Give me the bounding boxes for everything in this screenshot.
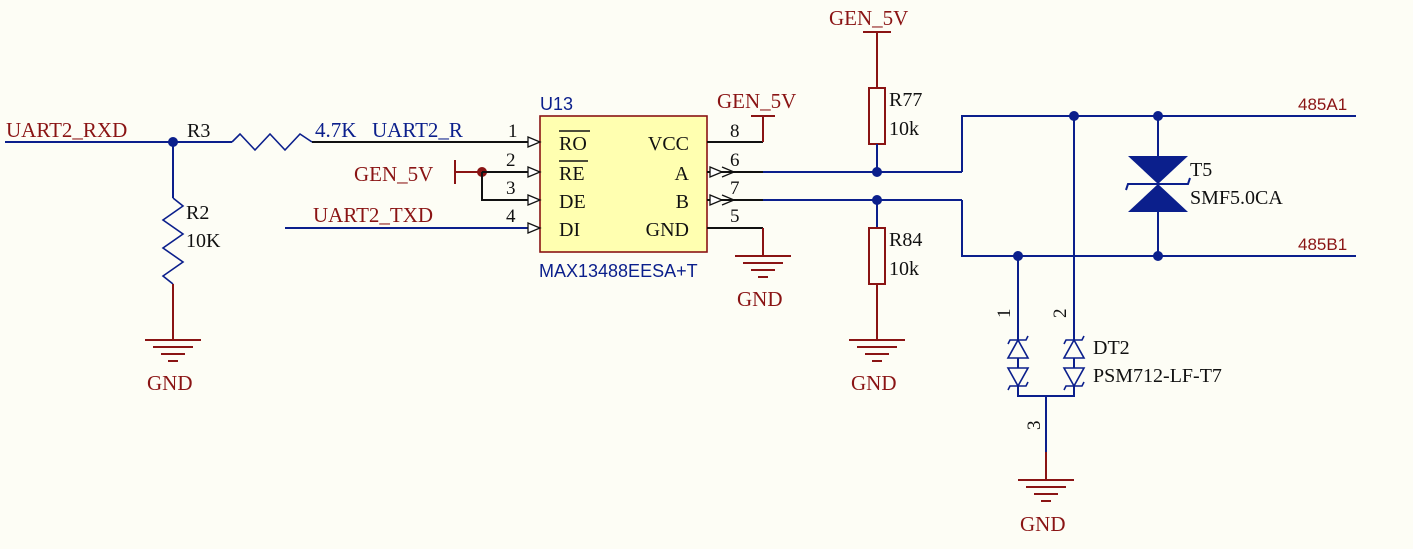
gnd-label-r2: GND <box>147 371 193 395</box>
gnd-label-ic: GND <box>737 287 783 311</box>
pin-name-vcc: VCC <box>648 133 689 155</box>
pin-arrow-4 <box>527 222 542 234</box>
r3-value: 4.7K <box>315 118 356 142</box>
pin-name-ro: RO <box>559 133 587 155</box>
b-bus-wire <box>961 200 1356 257</box>
dt2-leg1-diode2 <box>1006 367 1030 388</box>
pin-num-8: 8 <box>730 121 740 142</box>
dt2-leg1-common <box>1017 386 1046 397</box>
t5-part: SMF5.0CA <box>1190 187 1283 209</box>
pin-name-gnd: GND <box>646 219 689 241</box>
ic-gnd: GND <box>735 228 791 311</box>
dt2-pin-num-1: 1 <box>994 309 1015 319</box>
de-wire <box>481 172 540 201</box>
pin-arrow-2 <box>527 166 542 178</box>
pin-b-bidir-marker <box>709 194 736 206</box>
uart-r-label: UART2_R <box>372 118 463 142</box>
pin-arrow-3 <box>527 194 542 206</box>
diode-array-dt2: GND 1 2 3 DT2 PSM712-LF-T7 <box>994 116 1222 536</box>
pin-name-re: RE <box>559 163 585 185</box>
a-junction <box>872 167 882 177</box>
dt2-leg1-diode1 <box>1006 338 1030 359</box>
gnd-label-r84: GND <box>851 371 897 395</box>
ic-u13: U13 MAX13488EESA+T 1 2 3 4 RO RE DE DI V… <box>506 94 763 281</box>
pin-arrow-1 <box>527 136 542 148</box>
pin-num-6: 6 <box>730 150 740 171</box>
r77-ref: R77 <box>889 89 922 111</box>
pin-name-b: B <box>676 191 689 213</box>
t5-lower-triangle <box>1128 184 1188 212</box>
a-bus-wire <box>961 115 1356 172</box>
pin-num-5: 5 <box>730 206 740 227</box>
pin-num-7: 7 <box>730 178 740 199</box>
dt2-ref: DT2 <box>1093 337 1130 359</box>
r2-ref: R2 <box>186 202 209 224</box>
dt2-leg2-diode1 <box>1062 338 1086 359</box>
t5-zener-bar <box>1125 177 1191 191</box>
r3-ref: R3 <box>187 120 210 142</box>
vcc-power: GEN_5V <box>717 89 796 142</box>
pin-a-bidir-marker <box>709 166 736 178</box>
gnd-symbol-r2 <box>145 339 201 362</box>
485b1-label: 485B1 <box>1298 235 1347 254</box>
gnd-label-dt2: GND <box>1020 512 1066 536</box>
rs485-bus: 485A1 485B1 <box>763 95 1356 261</box>
pin-name-a: A <box>675 163 690 185</box>
pin-num-4: 4 <box>506 206 516 227</box>
r2-resistor <box>161 197 185 285</box>
b-junction <box>872 195 882 205</box>
dt2-pin-num-3: 3 <box>1024 421 1045 431</box>
r84-ref: R84 <box>889 229 922 251</box>
rxd-section: UART2_RXD R3 4.7K UART2_R R2 10K GND <box>5 118 540 395</box>
r84-value: 10k <box>889 258 919 280</box>
ic-body <box>539 115 708 253</box>
r77-value: 10k <box>889 118 919 140</box>
gnd-symbol-r84 <box>849 339 905 362</box>
pin-num-1: 1 <box>508 121 518 142</box>
gen5v-label-enable: GEN_5V <box>354 162 433 186</box>
485a1-label: 485A1 <box>1298 95 1347 114</box>
bias-resistors: GEN_5V R77 10k R84 10k GND <box>829 6 922 395</box>
gen5v-label-vcc: GEN_5V <box>717 89 796 113</box>
dt2-leg2-diode2 <box>1062 367 1086 388</box>
dt2-pin-num-2: 2 <box>1050 309 1071 319</box>
gnd-symbol-dt2 <box>1018 479 1074 502</box>
pin-num-2: 2 <box>506 150 516 171</box>
t5-ref: T5 <box>1190 159 1212 181</box>
r77-resistor <box>868 87 886 145</box>
enable-section: GEN_5V <box>354 160 540 201</box>
tvs-t5: T5 SMF5.0CA <box>1125 116 1283 256</box>
t5-upper-triangle <box>1128 156 1188 184</box>
dt2-leg2-common <box>1046 386 1075 397</box>
uart-rxd-label: UART2_RXD <box>6 118 127 142</box>
dt2-part: PSM712-LF-T7 <box>1093 365 1222 387</box>
pin-name-de: DE <box>559 191 586 213</box>
gen5v-label-top: GEN_5V <box>829 6 908 30</box>
ic-ref: U13 <box>540 94 573 114</box>
pin-name-di: DI <box>559 219 580 241</box>
r84-resistor <box>868 227 886 285</box>
r2-value: 10K <box>186 230 221 252</box>
ic-part: MAX13488EESA+T <box>539 261 698 281</box>
pin-num-3: 3 <box>506 178 516 199</box>
r3-resistor <box>231 132 313 152</box>
uart-txd-label: UART2_TXD <box>313 203 433 227</box>
